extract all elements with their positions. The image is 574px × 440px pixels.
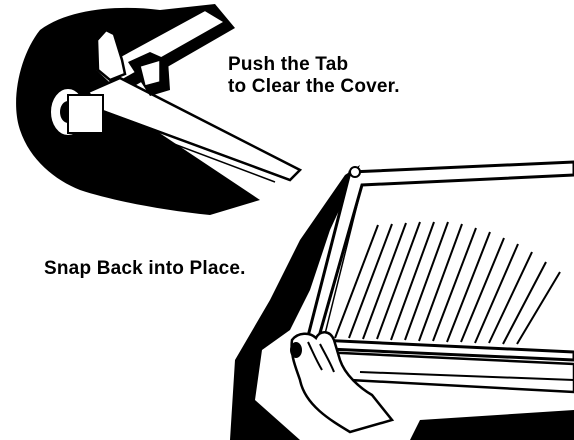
grille-slats xyxy=(335,222,560,344)
tab-detail-view xyxy=(16,4,300,215)
push-tab-caption: Push the Tab to Clear the Cover. xyxy=(228,54,400,98)
grille-frame xyxy=(305,162,574,360)
push-caption-line-2: to Clear the Cover. xyxy=(228,76,400,98)
snap-detail-view xyxy=(230,162,574,440)
snap-detail-shadow xyxy=(230,165,574,440)
snap-back-caption: Snap Back into Place. xyxy=(44,258,246,280)
push-caption-line-1: Push the Tab xyxy=(228,54,400,76)
